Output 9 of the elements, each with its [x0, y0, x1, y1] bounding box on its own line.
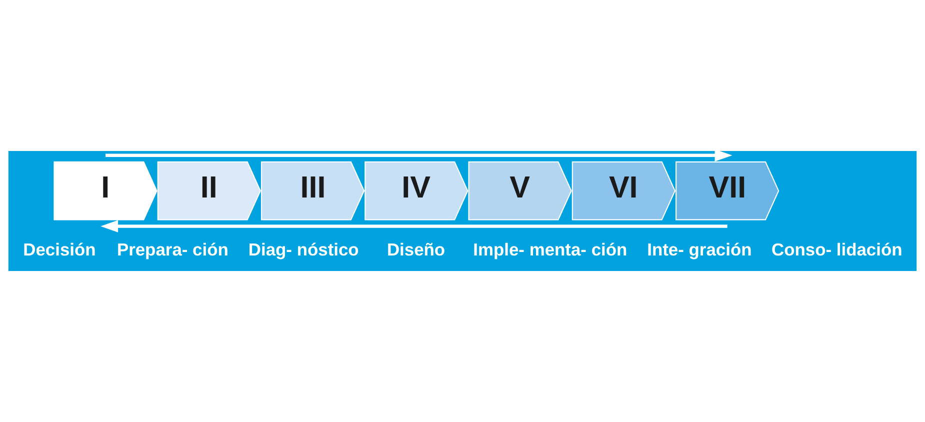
arrow	[100, 220, 728, 232]
node-label: Diseño	[386, 240, 446, 260]
arrow	[106, 151, 732, 162]
node-label: Prepara- ción	[116, 240, 228, 260]
node-label: Conso- lidación	[772, 240, 902, 260]
node-label: Decisión	[23, 240, 96, 260]
node-label: Inte- gración	[647, 240, 752, 260]
node-label: Imple- menta- ción	[473, 240, 628, 260]
node-label: Diag- nóstico	[248, 240, 359, 260]
